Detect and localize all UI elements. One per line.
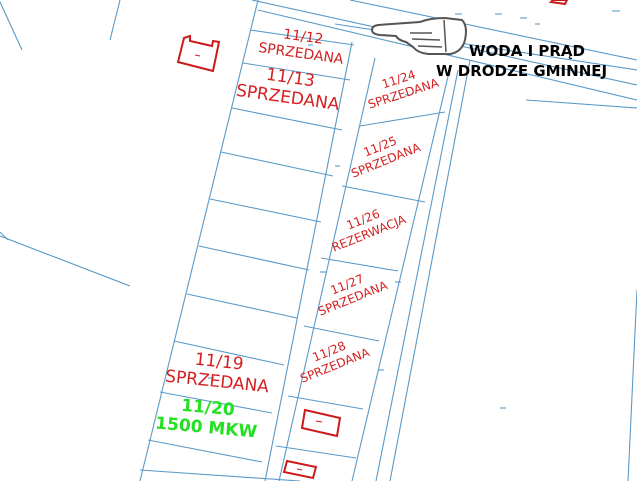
building-icon [300,408,342,438]
parcel-line [231,107,343,131]
parcel-line [109,0,121,41]
parcel-line [0,235,131,287]
parcel-line [198,245,310,271]
parcel-line [351,67,451,481]
parcel-line [275,445,357,459]
parcel-line [139,469,301,481]
parcel-line [242,62,351,81]
parcel-line [0,231,9,241]
parcel-line [341,185,426,203]
parcel-line [525,99,637,109]
parcel-line [287,395,364,410]
parcel-line [159,391,273,414]
parcel-line [147,439,263,463]
parcel-line [249,29,355,46]
utilities-notice-line1: WODA I PRĄD [469,42,585,60]
parcel-line [627,289,637,481]
building-icon [176,34,221,73]
parcel-line [220,151,334,177]
pointing-hand-icon [371,17,467,55]
parcel-line [320,257,399,272]
parcel-line [209,198,322,223]
parcel-line [359,111,446,127]
parcel-line [0,1,23,51]
parcel-line [278,57,376,481]
parcel-line [303,325,380,342]
parcel-line [264,41,353,481]
building-icon [282,459,318,480]
road-edge-line [349,0,637,61]
parcel-line [173,340,285,366]
parcel-line [375,69,459,481]
utilities-notice-line2: W DRODZE GMINNEJ [436,62,608,80]
building-icon [548,0,569,6]
parcel-line [389,59,471,481]
parcel-line [186,293,298,319]
parcel-line [139,0,259,481]
